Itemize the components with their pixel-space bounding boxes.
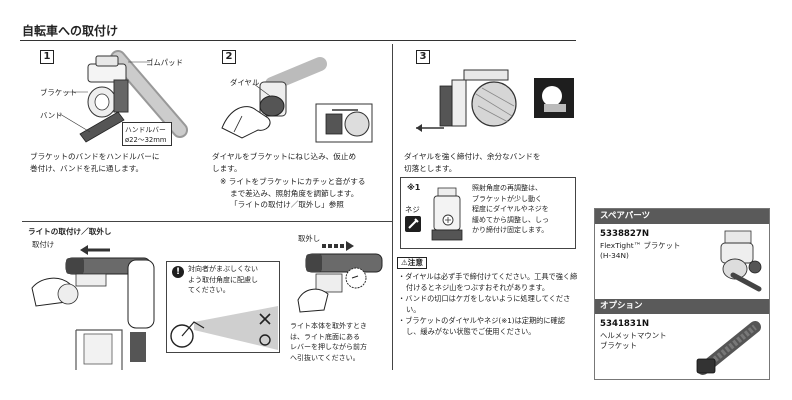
dial-label: ダイヤル — [230, 78, 260, 87]
step-3-number: 3 — [416, 50, 430, 64]
screw-label: ネジ — [405, 205, 420, 214]
spare-part-code: 5338827N — [600, 229, 650, 239]
caution-list: ・ダイヤルは必ず手で締付けてください。工具で強く締付けるとネジ山をつぶすおそれが… — [398, 271, 578, 337]
step-2-note-line-1: ※ ライトをブラケットにカチッと音がする — [220, 177, 366, 186]
caution-item: ・バンドの切口はケガをしないように処理してください。 — [398, 294, 571, 314]
step-2-text: ダイヤルをブラケットにねじ込み、仮止め します。 — [212, 151, 392, 174]
step-2-illustration — [221, 57, 373, 143]
step-1-illustration — [59, 50, 188, 143]
spare-name-line-2: (H-34N) — [600, 250, 629, 260]
screw-bracket-illustration — [431, 187, 463, 241]
note-line-2: ブラケットが少し動く — [472, 194, 542, 203]
readjust-note-box — [400, 177, 576, 249]
section-divider — [22, 221, 392, 222]
step-1-line-2: 巻付け、バンドを孔に通します。 — [30, 163, 144, 173]
bracket-label: ブラケット — [40, 88, 77, 97]
warning-line-1: 対向者がまぶしくない — [188, 265, 258, 273]
detach-line-1: ライト本体を取外すとき — [290, 322, 367, 330]
detach-line-4: へ引抜いてください。 — [290, 353, 360, 362]
handlebar-label: ハンドルバー — [125, 126, 166, 134]
helmet-mount-strap-image — [696, 321, 761, 375]
attach-label: 取付け — [32, 240, 55, 249]
option-name-line-2: ブラケット — [600, 340, 637, 350]
option-name-line-1: ヘルメットマウント — [600, 331, 667, 340]
beam-angle-illustration — [170, 306, 278, 350]
note-line-1: 照射角度の再調整は、 — [472, 184, 542, 192]
column-divider — [392, 44, 393, 370]
step-2-note-line-2: まで差込み、照射角度を調節します。 — [230, 188, 359, 198]
step-3-text: ダイヤルを強く締付け、余分なバンドを 切落とします。 — [404, 151, 580, 174]
attach-illustration — [31, 245, 155, 370]
step-2-line-2: します。 — [212, 163, 242, 173]
parts-panel: スペアパーツ 5338827N FlexTight™ ブラケット (H-34N)… — [594, 208, 770, 380]
note-line-5: かり締付け固定します。 — [472, 226, 549, 234]
detach-illustration — [297, 241, 383, 313]
spare-parts-heading: スペアパーツ — [595, 209, 769, 224]
detach-label: 取外し — [298, 234, 321, 243]
page-title: 自転車への取付け — [22, 24, 119, 38]
spare-name-line-1: FlexTight™ ブラケット — [600, 241, 681, 250]
detach-line-2: は、ライト底面にある — [290, 332, 360, 341]
glare-warning-text: 対向者がまぶしくない よう取付角度に配慮し てください。 — [188, 264, 280, 296]
note-mark: ※1 — [407, 183, 421, 192]
step-1-line-1: ブラケットのバンドをハンドルバーに — [30, 152, 160, 161]
caution-heading: ⚠注意 — [397, 257, 427, 269]
caution-item: ・ブラケットのダイヤルやネジ(※1)は定期的に確認し、緩みがない状態でご使用くだ… — [398, 316, 565, 336]
step-2-number: 2 — [222, 50, 236, 64]
option-part-code: 5341831N — [600, 319, 650, 329]
step-2-note-line-3: 「ライトの取付け／取外し」参照 — [230, 200, 344, 209]
step-1-number: 1 — [40, 50, 54, 64]
screwdriver-icon — [405, 216, 421, 232]
note-line-3: 程度にダイヤルやネジを — [472, 205, 549, 213]
step-3-line-2: 切落とします。 — [404, 163, 457, 173]
flextight-bracket-image — [720, 230, 762, 292]
step-3-illustration — [416, 69, 574, 132]
mount-section-title: ライトの取付け／取外し — [28, 227, 112, 236]
step-1-text: ブラケットのバンドをハンドルバーに 巻付け、バンドを孔に通します。 — [30, 151, 200, 174]
detach-text: ライト本体を取外すとき は、ライト底面にある レバーを押しながら前方 へ引抜いて… — [290, 321, 392, 363]
title-rule — [20, 40, 576, 41]
handlebar-callout-box: ハンドルバー ø22〜32mm — [122, 122, 172, 146]
warning-line-2: よう取付角度に配慮し — [188, 275, 258, 284]
band-label: バンド — [40, 111, 63, 120]
step-2-note: ※ ライトをブラケットにカチッと音がする まで差込み、照射角度を調節します。 「… — [220, 176, 390, 211]
gum-pad-label: ゴムパッド — [146, 58, 183, 67]
spare-part-name: FlexTight™ ブラケット (H-34N) — [600, 241, 710, 260]
readjust-note-text: 照射角度の再調整は、 ブラケットが少し動く 程度にダイヤルやネジを 緩めてから調… — [472, 183, 576, 236]
step-2-line-1: ダイヤルをブラケットにねじ込み、仮止め — [212, 152, 357, 161]
caution-item: ・ダイヤルは必ず手で締付けてください。工具で強く締付けるとネジ山をつぶすおそれが… — [398, 272, 578, 292]
note-line-4: 緩めてから調整し、しっ — [472, 215, 549, 224]
option-heading: オプション — [595, 299, 769, 314]
exclamation-icon: ! — [172, 266, 184, 278]
handlebar-diameter: ø22〜32mm — [125, 136, 167, 144]
option-part-name: ヘルメットマウント ブラケット — [600, 331, 700, 350]
step-3-line-1: ダイヤルを強く締付け、余分なバンドを — [404, 152, 541, 161]
warning-line-3: てください。 — [188, 286, 230, 294]
detach-line-3: レバーを押しながら前方 — [290, 343, 367, 351]
